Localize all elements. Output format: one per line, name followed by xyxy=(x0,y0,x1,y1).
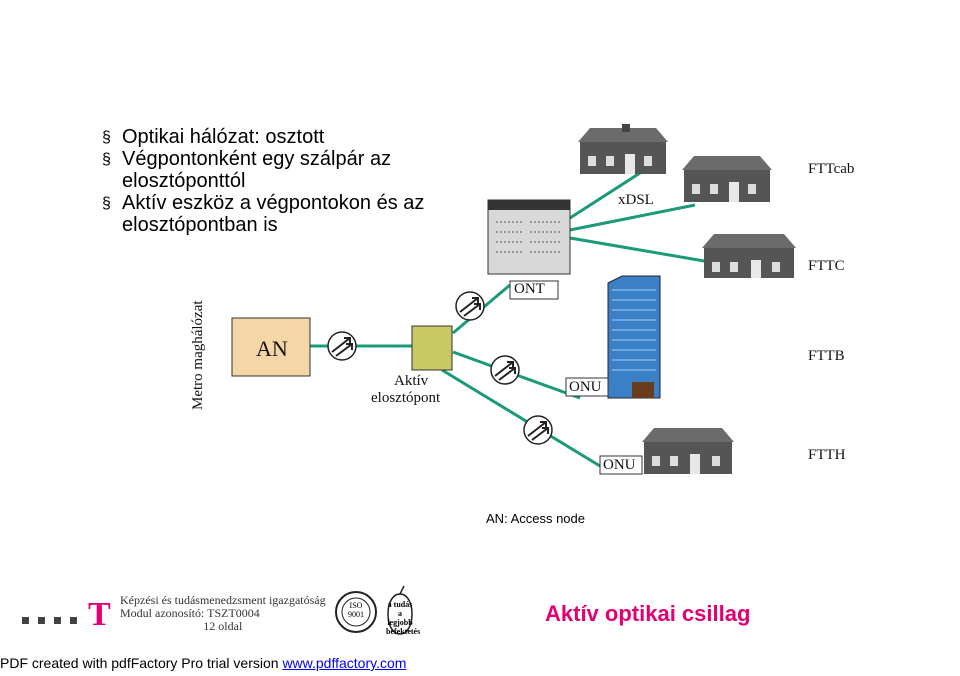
apple-slogan: a tudás a legjobb befektetés xyxy=(386,600,421,636)
distribution-point-box xyxy=(411,325,453,371)
copper-to-fttcab-house1 xyxy=(569,171,641,220)
ont-label: ONT xyxy=(514,281,545,297)
ftth-label: FTTH xyxy=(808,447,846,463)
bullet-text: Aktív eszköz a végpontokon és az elosztó… xyxy=(122,192,425,236)
fiber-lines xyxy=(310,171,711,468)
distribution-label-line2: elosztópont xyxy=(371,390,441,406)
apple-text-line3: befektetés xyxy=(386,627,421,636)
ont-label-box xyxy=(509,280,559,300)
house-icon-fttcab-1 xyxy=(578,124,668,174)
footer-org-name: Képzési és tudásmenedzsment igazgatóság xyxy=(120,593,326,607)
an-label: AN xyxy=(256,336,288,361)
access-node-note: AN: Access node xyxy=(486,511,585,526)
iso-text-line1: ISO xyxy=(349,601,363,610)
footer-page-number: 12 oldal xyxy=(203,619,243,633)
bullet-list: § Optikai hálózat: osztott § Végpontonké… xyxy=(100,126,430,236)
pdf-creator-text: PDF created with pdfFactory Pro trial ve… xyxy=(0,655,283,671)
side-label-metro: Metro maghálózat xyxy=(190,300,206,410)
bullet-symbol: § xyxy=(102,129,111,146)
fttcab-label: FTTcab xyxy=(808,161,855,177)
fttc-label: FTTC xyxy=(808,258,845,274)
access-node-box xyxy=(231,317,311,377)
bullet-item: § Optikai hálózat: osztott xyxy=(100,126,430,148)
house-icon-fttcab-2 xyxy=(682,156,772,202)
iso-text-line2: 9001 xyxy=(348,610,364,619)
network-diagram xyxy=(231,124,796,635)
bullet-item: § Végpontonként egy szálpár az elosztópo… xyxy=(100,148,430,192)
iso-9001-badge-icon xyxy=(335,591,377,633)
pdf-creator-bar: PDF created with pdfFactory Pro trial ve… xyxy=(0,655,960,676)
iso-badge-text: ISO 9001 xyxy=(347,601,365,619)
bullet-text: Optikai hálózat: osztott xyxy=(122,126,325,148)
copper-to-fttc-house xyxy=(569,236,711,264)
onu-building-label: ONU xyxy=(569,379,602,395)
fiber-to-onu-home xyxy=(441,368,601,468)
bullet-symbol: § xyxy=(102,195,111,212)
bullet-item: § Aktív eszköz a végpontokon és az elosz… xyxy=(100,192,430,236)
bullet-symbol: § xyxy=(102,151,111,168)
footer-org-info: Képzési és tudásmenedzsment igazgatóság … xyxy=(120,594,326,633)
house-icon-fttc xyxy=(702,234,796,278)
fttb-label: FTTB xyxy=(808,348,845,364)
optical-transceiver-icon-4 xyxy=(523,415,553,445)
apple-text-line1: a tudás xyxy=(387,600,413,609)
optical-transceiver-icon-2 xyxy=(455,291,485,321)
xdsl-label: xDSL xyxy=(618,192,654,208)
office-building-icon xyxy=(607,275,661,399)
optical-transceiver-icon-1 xyxy=(327,331,357,361)
house-icon-ftth xyxy=(642,428,734,474)
bullet-text: Végpontonként egy szálpár az elosztópont… xyxy=(122,148,392,192)
slide-title: Aktív optikai csillag xyxy=(545,601,751,626)
ont-cabinet-icon xyxy=(487,199,571,275)
onu-home-label: ONU xyxy=(603,457,636,473)
apple-logo-icon xyxy=(387,585,413,635)
copper-to-fttcab-house2 xyxy=(569,203,696,232)
distribution-label-line1: Aktív xyxy=(394,373,429,389)
telekom-logo: T xyxy=(88,596,111,633)
onu-home-label-box xyxy=(599,455,643,475)
apple-text-line2: a legjobb xyxy=(387,609,413,627)
footer-module-id: Modul azonosító: TSZT0004 xyxy=(120,606,260,620)
footer-dots xyxy=(22,611,86,629)
optical-transceiver-icon-3 xyxy=(490,355,520,385)
onu-building-label-box xyxy=(565,377,609,397)
pdffactory-link[interactable]: www.pdffactory.com xyxy=(282,655,407,671)
